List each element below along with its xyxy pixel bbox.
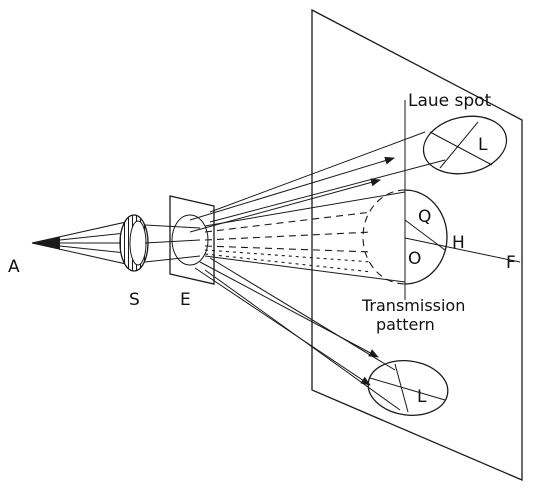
transmission-cone	[204, 191, 406, 283]
label-point-q: Q	[418, 207, 431, 227]
beam-slit-to-crystal	[144, 224, 201, 263]
incident-beam	[31, 219, 136, 267]
laue-beam-upper	[189, 131, 446, 233]
label-laue-spot: Laue spot	[408, 91, 492, 111]
label-point-f: F	[506, 253, 516, 273]
film-plane	[311, 8, 523, 481]
label-transmission-line2: pattern	[376, 315, 435, 334]
label-laue-top: L	[478, 135, 488, 155]
beam-axis	[404, 237, 521, 263]
label-source: A	[8, 257, 20, 277]
transmission-spot	[362, 189, 448, 285]
label-point-o: O	[408, 249, 421, 269]
slit-aperture	[119, 214, 149, 272]
laue-beam-lower	[194, 257, 401, 411]
label-crystal: E	[180, 290, 191, 310]
label-slit: S	[129, 290, 140, 310]
laue-spot-upper	[422, 115, 508, 175]
label-laue-bottom: L	[417, 387, 427, 407]
label-transmission-line1: Transmission	[361, 296, 465, 315]
label-point-h: H	[452, 233, 465, 253]
laue-spot-lower	[367, 360, 449, 416]
